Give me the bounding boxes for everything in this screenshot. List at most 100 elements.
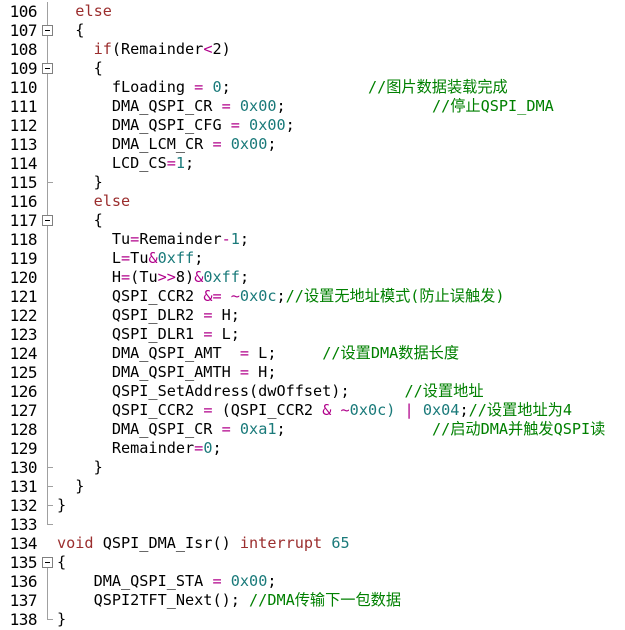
code-text[interactable]: } xyxy=(57,477,84,496)
fold-guide-line xyxy=(42,591,53,610)
code-text[interactable]: { xyxy=(57,211,103,230)
code-text[interactable]: } xyxy=(57,496,66,515)
code-line[interactable]: 111 DMA_QSPI_CR = 0x00; //停止QSPI_DMA xyxy=(0,97,625,116)
fold-collapse-icon[interactable] xyxy=(42,59,53,78)
code-line[interactable]: 108 if(Remainder<2) xyxy=(0,40,625,59)
code-operator: = xyxy=(203,401,213,419)
code-operator: = xyxy=(203,306,213,324)
code-text[interactable]: QSPI_SetAddress(dwOffset); //设置地址 xyxy=(57,382,484,401)
code-line[interactable]: 131 } xyxy=(0,477,625,496)
code-text[interactable]: QSPI2TFT_Next(); //DMA传输下一包数据 xyxy=(57,591,402,610)
code-line[interactable]: 135{ xyxy=(0,553,625,572)
code-token: 2) xyxy=(212,40,231,58)
fold-guide-line xyxy=(42,154,53,173)
code-token: } xyxy=(57,477,85,495)
fold-collapse-icon[interactable] xyxy=(42,211,53,230)
code-text[interactable]: QSPI_DLR1 = L; xyxy=(57,325,240,344)
code-text[interactable]: QSPI_DLR2 = H; xyxy=(57,306,240,325)
code-text[interactable]: DMA_QSPI_CFG = 0x00; xyxy=(57,116,295,135)
code-text[interactable]: else xyxy=(57,2,112,21)
code-line[interactable]: 130 } xyxy=(0,458,625,477)
code-line[interactable]: 114 LCD_CS=1; xyxy=(0,154,625,173)
code-token: H xyxy=(57,268,122,286)
code-line[interactable]: 112 DMA_QSPI_CFG = 0x00; xyxy=(0,116,625,135)
fold-end-marker xyxy=(42,496,53,515)
code-text[interactable]: } xyxy=(57,458,103,477)
line-number: 112 xyxy=(9,116,38,135)
code-line[interactable]: 116 else xyxy=(0,192,625,211)
code-token xyxy=(222,572,231,590)
code-line[interactable]: 120 H=(Tu>>8)&0xff; xyxy=(0,268,625,287)
code-text[interactable]: QSPI_CCR2 &= ~0x0c;//设置无地址模式(防止误触发) xyxy=(57,287,505,306)
code-text[interactable]: DMA_QSPI_CR = 0xa1; //启动DMA并触发QSPI读 xyxy=(57,420,606,439)
fold-collapse-icon[interactable] xyxy=(42,553,53,572)
code-line[interactable]: 123 QSPI_DLR1 = L; xyxy=(0,325,625,344)
code-line[interactable]: 113 DMA_LCM_CR = 0x00; xyxy=(0,135,625,154)
code-line[interactable]: 122 QSPI_DLR2 = H; xyxy=(0,306,625,325)
code-comment: //启动DMA并触发QSPI读 xyxy=(431,420,606,438)
code-text[interactable]: else xyxy=(57,192,131,211)
code-line[interactable]: 129 Remainder=0; xyxy=(0,439,625,458)
code-text[interactable]: DMA_QSPI_AMTH = H; xyxy=(57,363,277,382)
code-text[interactable]: DMA_LCM_CR = 0x00; xyxy=(57,135,277,154)
code-text[interactable]: fLoading = 0; //图片数据装载完成 xyxy=(57,78,508,97)
code-text[interactable]: H=(Tu>>8)&0xff; xyxy=(57,268,249,287)
code-comment: //DMA传输下一包数据 xyxy=(249,591,402,609)
code-line[interactable]: 118 Tu=Remainder-1; xyxy=(0,230,625,249)
code-token: QSPI_CCR2 xyxy=(57,401,204,419)
code-text[interactable]: LCD_CS=1; xyxy=(57,154,194,173)
code-operator: = xyxy=(239,344,250,362)
code-token: DMA_LCM_CR xyxy=(57,135,213,153)
code-token: L xyxy=(57,249,122,267)
code-line[interactable]: 127 QSPI_CCR2 = (QSPI_CCR2 & ~0x0c) | 0x… xyxy=(0,401,625,420)
code-text[interactable]: DMA_QSPI_STA = 0x00; xyxy=(57,572,277,591)
code-keyword: else xyxy=(93,192,131,210)
code-line[interactable]: 109 { xyxy=(0,59,625,78)
code-text[interactable]: Tu=Remainder-1; xyxy=(57,230,249,249)
code-line[interactable]: 138} xyxy=(0,610,625,629)
code-token: 8) xyxy=(175,268,195,286)
code-line[interactable]: 115 } xyxy=(0,173,625,192)
code-line[interactable]: 125 DMA_QSPI_AMTH = H; xyxy=(0,363,625,382)
code-line[interactable]: 126 QSPI_SetAddress(dwOffset); //设置地址 xyxy=(0,382,625,401)
code-line[interactable]: 128 DMA_QSPI_CR = 0xa1; //启动DMA并触发QSPI读 xyxy=(0,420,625,439)
code-operator: = xyxy=(121,249,131,267)
fold-collapse-icon[interactable] xyxy=(42,21,53,40)
code-line[interactable]: 121 QSPI_CCR2 &= ~0x0c;//设置无地址模式(防止误触发) xyxy=(0,287,625,306)
line-number: 130 xyxy=(9,458,38,477)
code-line[interactable]: 137 QSPI2TFT_Next(); //DMA传输下一包数据 xyxy=(0,591,625,610)
code-line[interactable]: 119 L=Tu&0xff; xyxy=(0,249,625,268)
code-token: L; xyxy=(212,325,240,343)
code-text[interactable]: { xyxy=(57,21,84,40)
code-line[interactable]: 124 DMA_QSPI_AMT = L; //设置DMA数据长度 xyxy=(0,344,625,363)
code-comment: //图片数据装载完成 xyxy=(367,78,508,96)
code-text[interactable]: QSPI_CCR2 = (QSPI_CCR2 & ~0x0c) | 0x04;/… xyxy=(57,401,572,420)
code-token: ; xyxy=(239,268,250,286)
code-line[interactable]: 133 xyxy=(0,515,625,534)
code-line[interactable]: 136 DMA_QSPI_STA = 0x00; xyxy=(0,572,625,591)
code-line[interactable]: 110 fLoading = 0; //图片数据装载完成 xyxy=(0,78,625,97)
code-token: ; xyxy=(459,401,469,419)
line-number: 114 xyxy=(9,154,38,173)
code-line[interactable]: 132} xyxy=(0,496,625,515)
code-text[interactable]: DMA_QSPI_CR = 0x00; //停止QSPI_DMA xyxy=(57,97,554,116)
code-token: L; xyxy=(249,344,323,362)
code-text[interactable]: L=Tu&0xff; xyxy=(57,249,204,268)
code-token xyxy=(57,192,94,210)
code-text[interactable]: } xyxy=(57,610,66,629)
code-line[interactable]: 106 else xyxy=(0,2,625,21)
code-line[interactable]: 107 { xyxy=(0,21,625,40)
code-text[interactable]: } xyxy=(57,173,103,192)
code-operator: = xyxy=(121,268,131,286)
code-token: ; xyxy=(239,230,250,248)
code-text[interactable]: if(Remainder<2) xyxy=(57,40,231,59)
code-text[interactable]: DMA_QSPI_AMT = L; //设置DMA数据长度 xyxy=(57,344,459,363)
code-text[interactable]: void QSPI_DMA_Isr() interrupt 65 xyxy=(57,534,350,553)
code-line[interactable]: 117 { xyxy=(0,211,625,230)
code-text[interactable]: Remainder=0; xyxy=(57,439,222,458)
code-text[interactable]: { xyxy=(57,59,103,78)
code-text[interactable]: { xyxy=(57,553,66,572)
line-number: 137 xyxy=(9,591,38,610)
